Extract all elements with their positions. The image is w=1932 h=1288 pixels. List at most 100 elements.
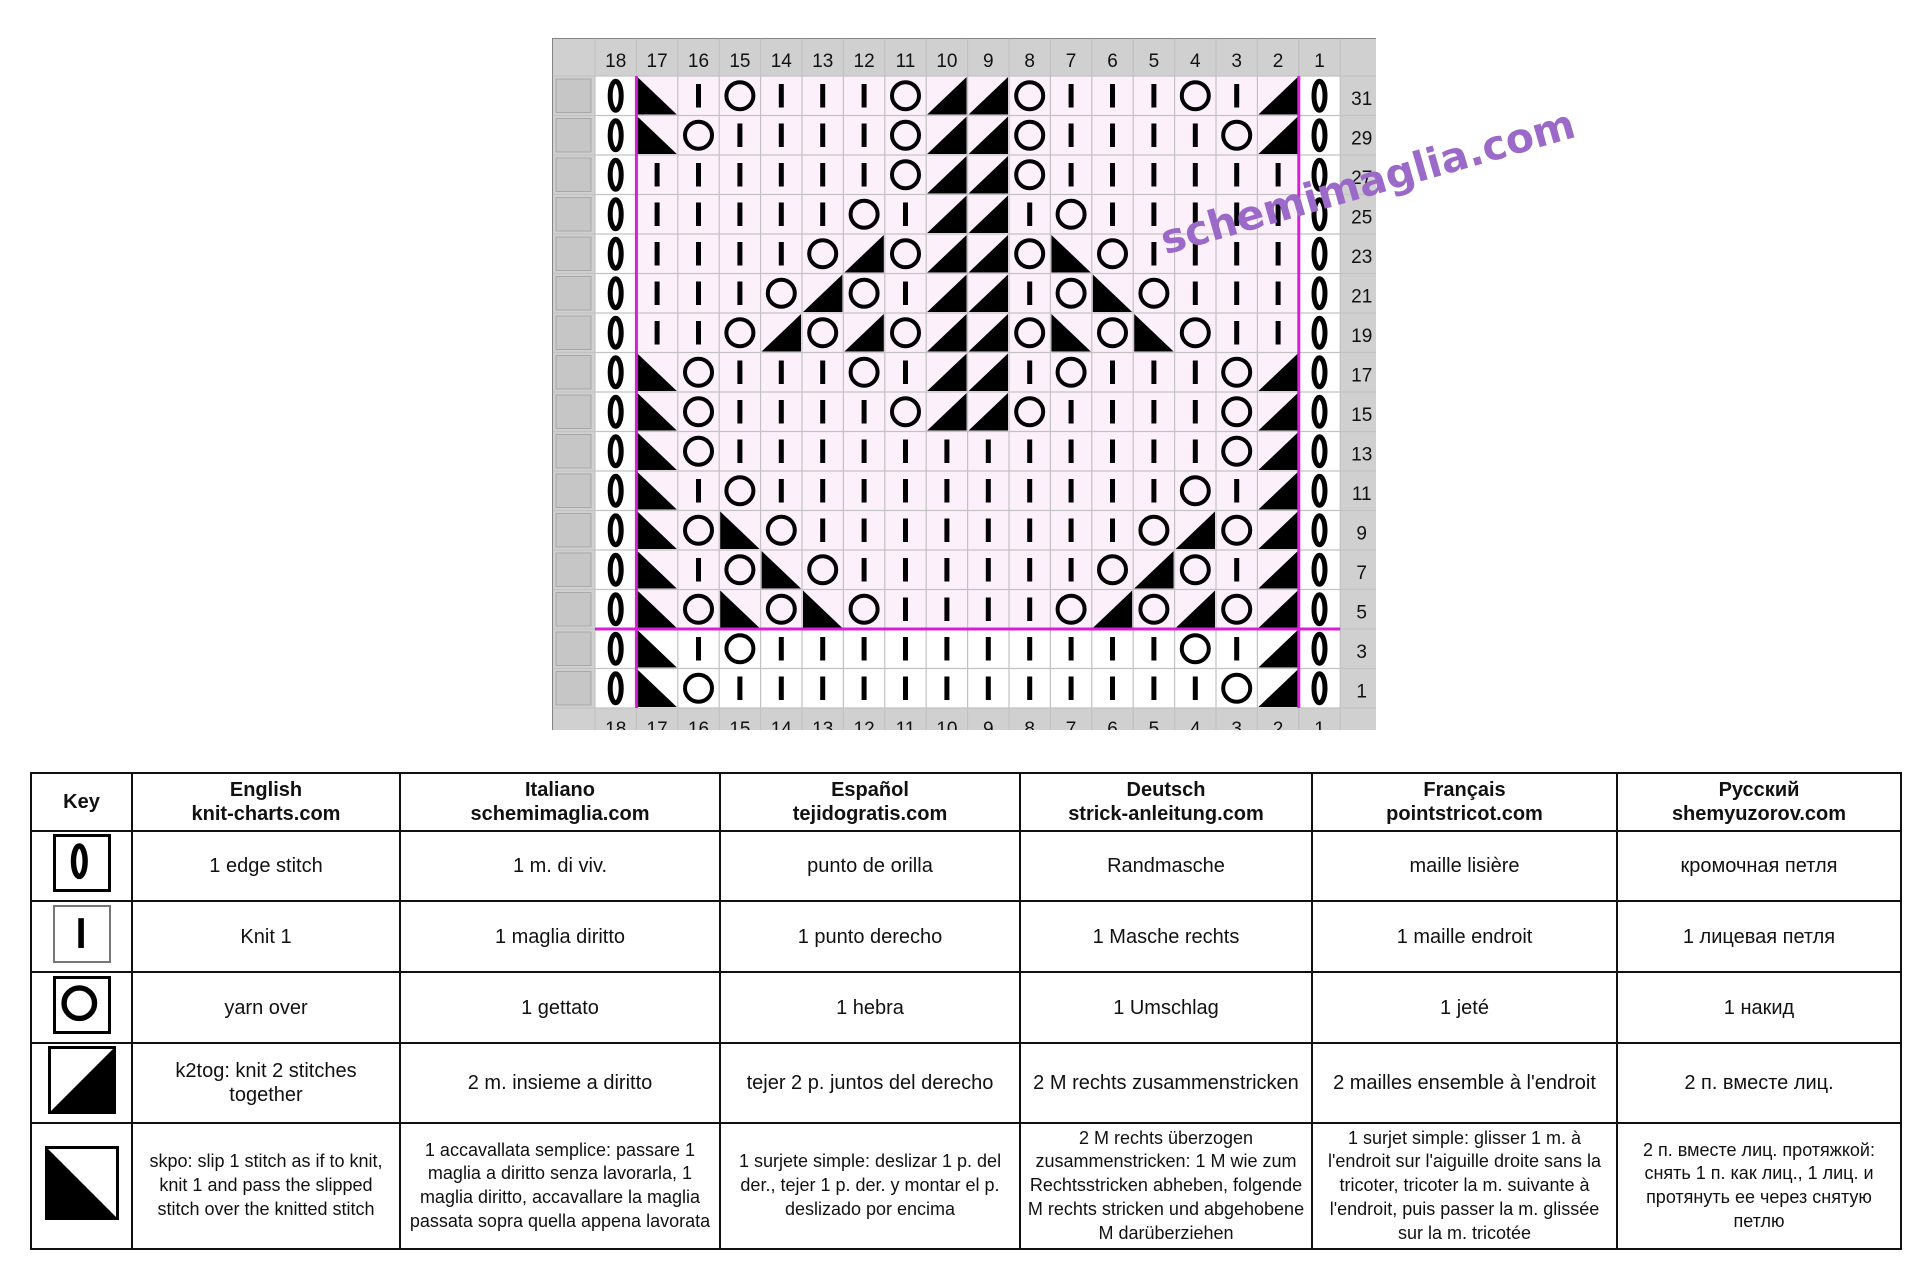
- key-text-deutsch: 2 M rechts zusammenstricken: [1019, 1042, 1313, 1124]
- key-row-edge-stitch: 1 edge stitch 1 m. di viv. punto de oril…: [30, 830, 1902, 902]
- k2tog-stitch: [968, 274, 1008, 312]
- knit-stitch: [696, 321, 701, 345]
- key-text-francais: 2 mailles ensemble à l'endroit: [1311, 1042, 1618, 1124]
- knit-stitch: [1027, 281, 1033, 305]
- yarn-over: [1138, 593, 1170, 625]
- knit-stitch: [737, 439, 743, 463]
- skpo-stitch: [1051, 314, 1091, 352]
- knit-stitch: [820, 202, 826, 226]
- key-symbol-cell: [30, 900, 133, 973]
- yarn-over: [1014, 119, 1046, 151]
- yarn-over: [1221, 356, 1253, 388]
- knit-stitch: [1110, 676, 1115, 700]
- left-gutter-cell: [555, 434, 592, 469]
- yarn-over: [1138, 277, 1170, 309]
- row-number: 27: [1351, 168, 1372, 189]
- yarn-over: [1221, 672, 1253, 704]
- knit-stitch: [1027, 637, 1033, 661]
- knit-stitch: [861, 84, 867, 108]
- row-number: 31: [1351, 89, 1372, 110]
- knit-stitch: [1234, 558, 1240, 582]
- k2tog-stitch: [927, 195, 967, 233]
- yarn-over: [1221, 514, 1253, 546]
- left-gutter-cell: [555, 552, 592, 587]
- skpo-icon: [44, 1146, 119, 1220]
- knit-stitch: [1234, 637, 1240, 661]
- column-number-bottom: 18: [605, 719, 626, 730]
- key-text-francais: 1 maille endroit: [1311, 900, 1618, 973]
- k2tog-stitch: [1134, 551, 1174, 589]
- edge-stitch: [607, 671, 624, 706]
- key-text-deutsch: 1 Masche rechts: [1019, 900, 1313, 973]
- knit-stitch: [654, 202, 660, 226]
- yarn-over: [1179, 475, 1211, 507]
- yarn-over: [1055, 593, 1087, 625]
- key-text-italiano: 1 accavallata semplice: passare 1 maglia…: [399, 1122, 721, 1250]
- column-number-top: 13: [812, 51, 833, 72]
- column-number-bottom: 8: [1024, 719, 1035, 730]
- left-gutter-cell: [555, 631, 592, 666]
- knit-stitch: [1027, 676, 1033, 700]
- left-gutter-cell: [555, 157, 592, 192]
- knit-stitch: [1027, 439, 1033, 463]
- edge-stitch: [607, 197, 624, 232]
- key-text-italiano: 2 m. insieme a diritto: [399, 1042, 721, 1124]
- k2tog-stitch: [968, 393, 1008, 431]
- column-number-bottom: 14: [771, 719, 793, 730]
- column-number-top: 7: [1066, 51, 1077, 72]
- knit-stitch: [1192, 676, 1198, 700]
- edge-stitch: [1311, 434, 1328, 469]
- knit-stitch: [1027, 558, 1033, 582]
- key-text-russian: 1 лицевая петля: [1616, 900, 1902, 973]
- key-text-english: 1 edge stitch: [131, 830, 401, 902]
- knit-stitch: [1068, 637, 1074, 661]
- k2tog-stitch: [1258, 432, 1298, 470]
- knit-stitch: [737, 281, 743, 305]
- yarn-over: [1014, 159, 1046, 191]
- yarn-over: [1055, 356, 1087, 388]
- key-text-russian: 1 накид: [1616, 971, 1902, 1044]
- edge-stitch: [1311, 236, 1328, 271]
- row-number: 17: [1351, 365, 1372, 386]
- knit-stitch: [1027, 479, 1033, 503]
- knit-stitch: [944, 439, 950, 463]
- yarn-over: [1014, 396, 1046, 428]
- knit-stitch: [737, 202, 743, 226]
- k2tog-stitch: [1258, 511, 1298, 549]
- left-gutter-cell: [555, 236, 592, 271]
- edge-stitch: [1311, 552, 1328, 587]
- yarn-over: [724, 80, 756, 112]
- edge-stitch: [1311, 276, 1328, 311]
- yarn-over: [848, 593, 880, 625]
- yarn-over: [807, 317, 839, 349]
- knit-stitch: [737, 163, 743, 187]
- knit-stitch: [654, 242, 660, 266]
- k2tog-stitch: [761, 314, 801, 352]
- edge-stitch: [607, 394, 624, 429]
- k2tog-stitch: [968, 314, 1008, 352]
- knit-stitch: [820, 163, 826, 187]
- k2tog-stitch: [968, 195, 1008, 233]
- yarn-over: [890, 317, 921, 349]
- k2tog-stitch: [927, 393, 967, 431]
- key-row-skpo: skpo: slip 1 stitch as if to knit, knit …: [30, 1122, 1902, 1250]
- knit-stitch: [1234, 202, 1240, 226]
- knit-stitch: [778, 676, 784, 700]
- row-number: 3: [1356, 642, 1367, 663]
- edge-stitch: [607, 118, 624, 153]
- knit-stitch: [1192, 202, 1198, 226]
- key-text-espanol: 1 hebra: [719, 971, 1021, 1044]
- knit-stitch: [903, 676, 908, 700]
- knit-stitch: [944, 479, 950, 503]
- knit-stitch: [696, 281, 701, 305]
- key-text-francais: maille lisière: [1311, 830, 1618, 902]
- column-number-top: 2: [1273, 51, 1284, 72]
- knit-stitch: [861, 558, 867, 582]
- knit-stitch: [778, 163, 784, 187]
- knit-stitch: [737, 123, 743, 147]
- knit-stitch: [1110, 637, 1115, 661]
- column-number-bottom: 11: [896, 719, 916, 730]
- key-text-english: Knit 1: [131, 900, 401, 973]
- edge-stitch: [1311, 671, 1328, 706]
